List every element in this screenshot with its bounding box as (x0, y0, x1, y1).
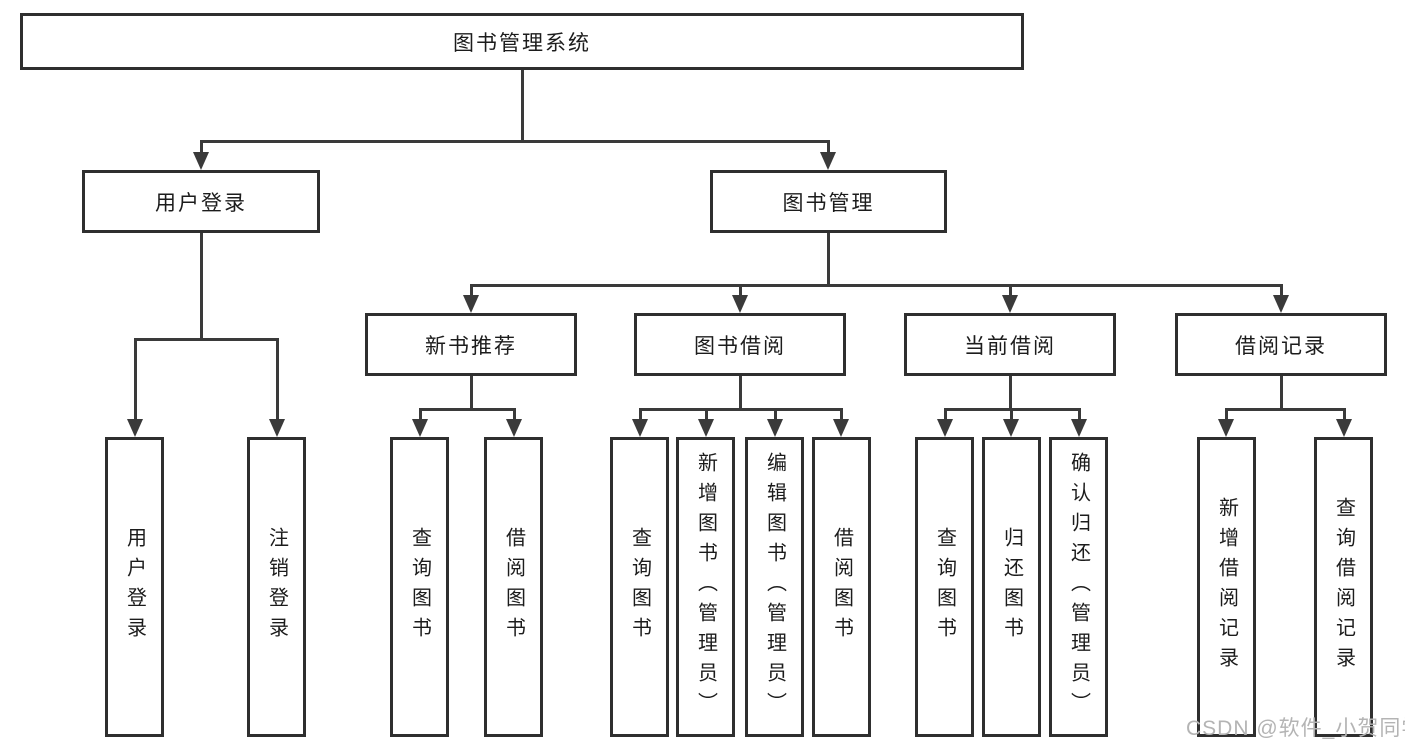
leaf-borrow-books: 借阅图书 (812, 437, 871, 737)
leaf-logout-login: 注销登录 (247, 437, 306, 737)
node-label: 编辑图书（管理员） (763, 452, 786, 722)
connector-line (419, 408, 422, 421)
connector-line (1225, 408, 1346, 411)
connector-line (1343, 408, 1346, 421)
node-label: 新书推荐 (425, 334, 517, 358)
leaf-return-books: 归还图书 (982, 437, 1041, 737)
connector-line (739, 284, 742, 297)
connector-line (639, 408, 843, 411)
connector-line (774, 408, 777, 421)
connector-line (639, 408, 642, 421)
arrow-down-icon (1273, 295, 1289, 313)
node-label: 借阅记录 (1235, 334, 1327, 358)
leaf-query-borrow-record: 查询借阅记录 (1314, 437, 1373, 737)
node-label: 查询借阅记录 (1332, 497, 1355, 677)
leaf-add-borrow-record: 新增借阅记录 (1197, 437, 1256, 737)
connector-line (1010, 408, 1013, 421)
connector-line (200, 140, 203, 156)
connector-line (1078, 408, 1081, 421)
connector-line (1225, 408, 1228, 421)
leaf-confirm-return-admin: 确认归还（管理员） (1049, 437, 1108, 737)
arrow-down-icon (1336, 419, 1352, 437)
connector-line (470, 284, 473, 297)
node-new-book-recommendation: 新书推荐 (365, 313, 577, 376)
arrow-down-icon (463, 295, 479, 313)
arrow-down-icon (1003, 419, 1019, 437)
arrow-down-icon (412, 419, 428, 437)
arrow-down-icon (1218, 419, 1234, 437)
connector-line (1009, 284, 1012, 297)
connector-line (470, 376, 473, 410)
node-label: 新增图书（管理员） (694, 452, 717, 722)
connector-line (521, 70, 524, 142)
connector-line (513, 408, 516, 421)
node-label: 借阅图书 (830, 527, 853, 647)
leaf-borrow-books-recommend: 借阅图书 (484, 437, 543, 737)
node-label: 确认归还（管理员） (1067, 452, 1090, 722)
node-label: 注销登录 (265, 527, 288, 647)
arrow-down-icon (269, 419, 285, 437)
arrow-down-icon (698, 419, 714, 437)
node-user-login: 用户登录 (82, 170, 320, 233)
node-label: 借阅图书 (502, 527, 525, 647)
node-label: 查询图书 (628, 527, 651, 647)
node-book-management: 图书管理 (710, 170, 947, 233)
node-current-borrowing: 当前借阅 (904, 313, 1116, 376)
node-borrowing-records: 借阅记录 (1175, 313, 1387, 376)
node-label: 归还图书 (1000, 527, 1023, 647)
connector-line (944, 408, 947, 421)
arrow-down-icon (732, 295, 748, 313)
connector-line (705, 408, 708, 421)
connector-line (276, 338, 279, 420)
connector-line (1009, 376, 1012, 410)
connector-line (200, 233, 203, 340)
arrow-down-icon (193, 152, 209, 170)
connector-line (1280, 284, 1283, 297)
connector-line (200, 140, 830, 143)
leaf-query-books-current: 查询图书 (915, 437, 974, 737)
node-book-borrowing: 图书借阅 (634, 313, 846, 376)
arrow-down-icon (506, 419, 522, 437)
node-label: 新增借阅记录 (1215, 497, 1238, 677)
arrow-down-icon (767, 419, 783, 437)
connector-line (134, 338, 279, 341)
connector-line (419, 408, 516, 411)
node-label: 图书借阅 (694, 334, 786, 358)
connector-line (470, 284, 1283, 287)
leaf-query-books-recommend: 查询图书 (390, 437, 449, 737)
node-label: 图书管理 (782, 191, 875, 215)
node-label: 查询图书 (933, 527, 956, 647)
node-label: 用户登录 (155, 191, 247, 215)
arrow-down-icon (1002, 295, 1018, 313)
node-label: 用户登录 (123, 527, 146, 647)
leaf-query-books-borrow: 查询图书 (610, 437, 669, 737)
arrow-down-icon (833, 419, 849, 437)
leaf-edit-book-admin: 编辑图书（管理员） (745, 437, 804, 737)
node-label: 图书管理系统 (453, 31, 591, 55)
arrow-down-icon (820, 152, 836, 170)
connector-line (827, 140, 830, 156)
arrow-down-icon (1071, 419, 1087, 437)
connector-line (739, 376, 742, 410)
connector-line (827, 233, 830, 286)
leaf-user-login: 用户登录 (105, 437, 164, 737)
connector-line (840, 408, 843, 421)
arrow-down-icon (632, 419, 648, 437)
leaf-add-book-admin: 新增图书（管理员） (676, 437, 735, 737)
node-label: 当前借阅 (964, 334, 1056, 358)
node-label: 查询图书 (408, 527, 431, 647)
connector-line (134, 338, 137, 420)
csdn-watermark: CSDN @软件_小贺同学 (1186, 717, 1405, 740)
node-library-management-system: 图书管理系统 (20, 13, 1024, 70)
connector-line (1280, 376, 1283, 410)
arrow-down-icon (937, 419, 953, 437)
arrow-down-icon (127, 419, 143, 437)
